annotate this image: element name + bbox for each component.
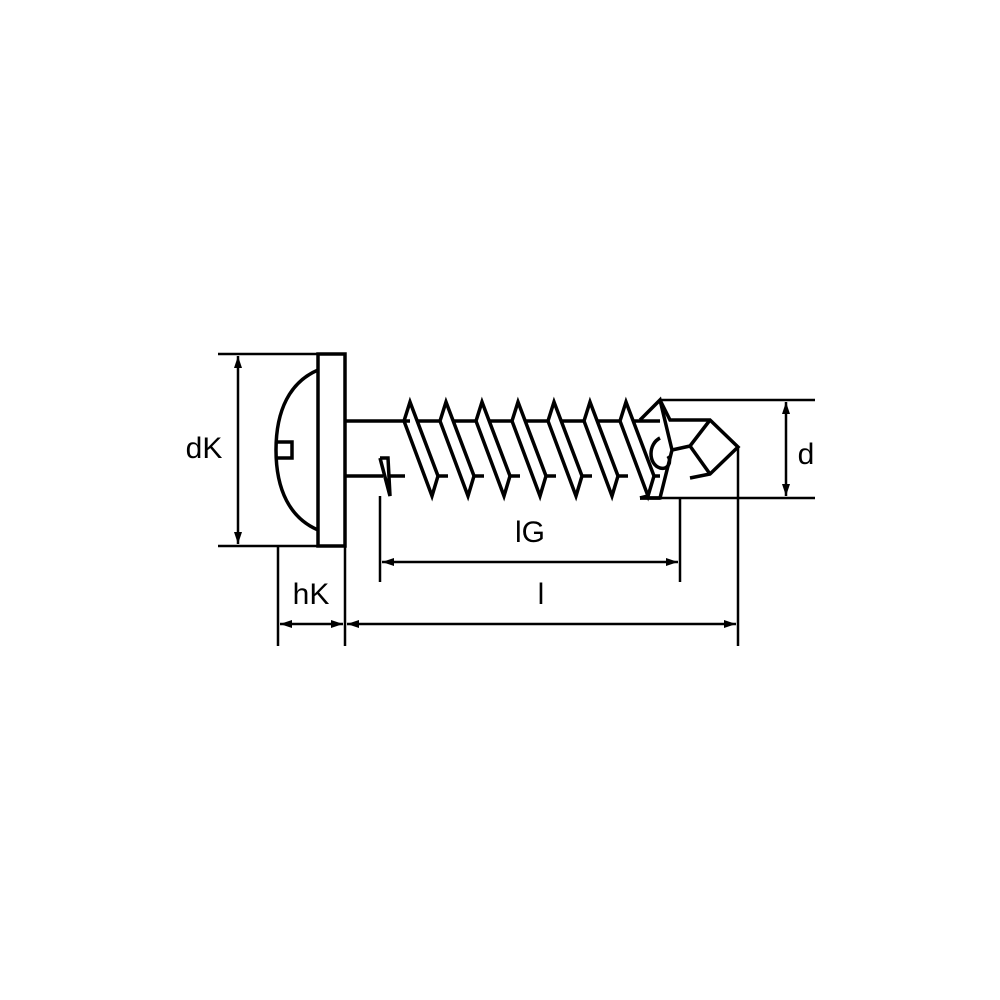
label-thread-length: lG	[515, 516, 545, 549]
thread-root	[454, 419, 484, 478]
thread-root	[598, 419, 628, 478]
drill-tip	[638, 396, 741, 500]
thread-root	[526, 419, 556, 478]
dimension-lines	[234, 356, 790, 628]
thread-root	[418, 419, 448, 478]
thread-root	[562, 419, 592, 478]
thread-flight	[402, 396, 440, 502]
thread-flight	[474, 396, 512, 502]
thread-flight	[582, 396, 620, 502]
label-head-height: hK	[293, 578, 330, 611]
head-dome	[274, 368, 319, 532]
thread-flight	[438, 396, 476, 502]
thread-flight	[510, 396, 548, 502]
screw-head	[274, 352, 347, 548]
extension-lines	[218, 352, 815, 646]
label-length: l	[538, 578, 545, 611]
screw-threads	[402, 396, 660, 502]
head-recess	[276, 440, 294, 460]
head-body	[316, 352, 347, 548]
label-diameter: d	[798, 438, 815, 471]
thread-flight	[618, 396, 656, 502]
label-head-diameter: dK	[186, 432, 223, 465]
screw-shank	[345, 419, 410, 497]
thread-root	[490, 419, 520, 478]
thread-flight	[546, 396, 584, 502]
